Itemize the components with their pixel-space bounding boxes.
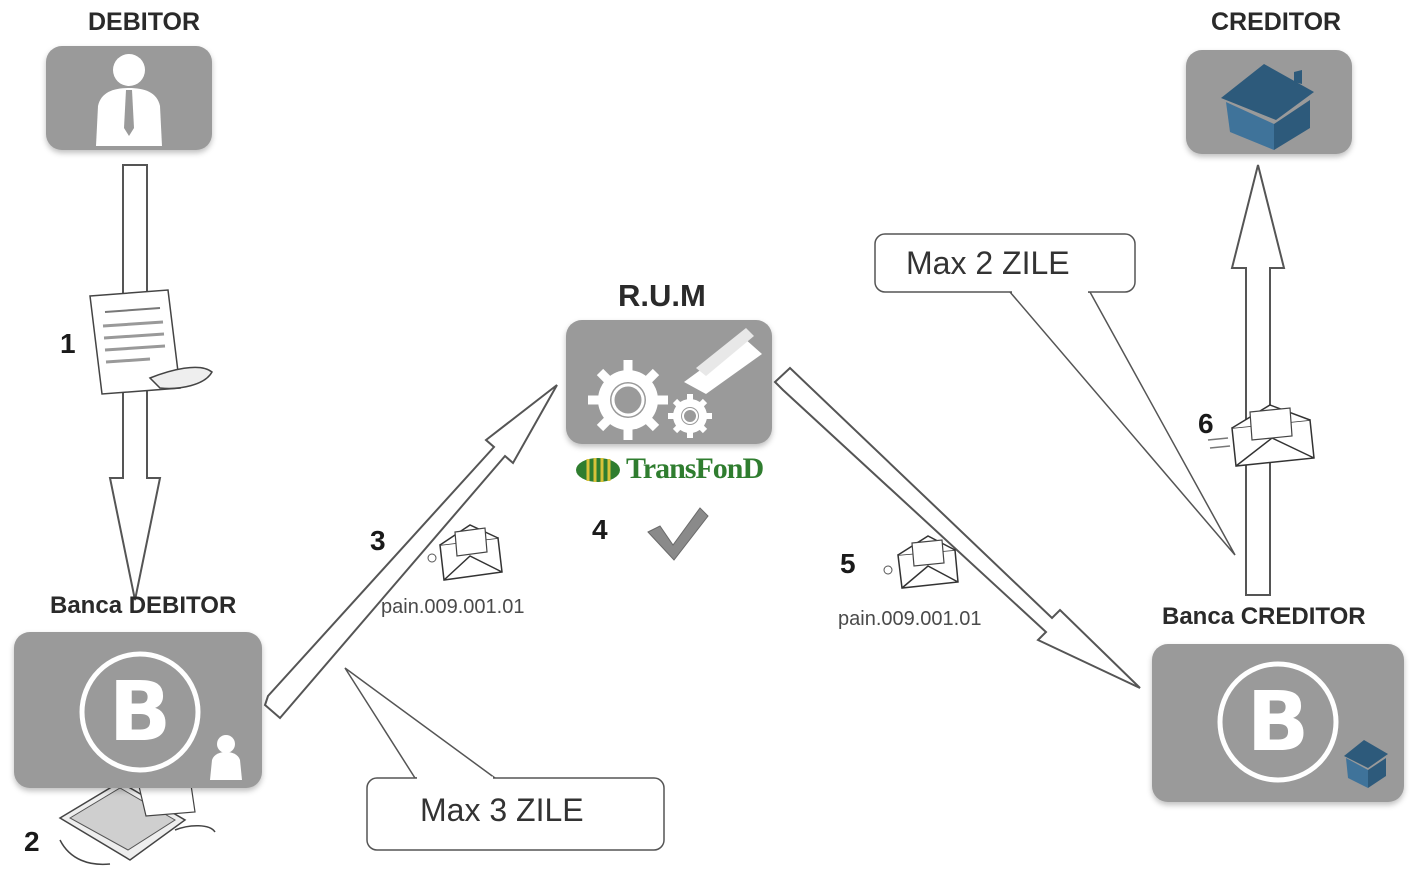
banca-debitor-tile: B <box>14 632 262 788</box>
creditor-label: CREDITOR <box>1211 8 1342 36</box>
arrow-bank-to-creditor <box>1230 164 1286 596</box>
house-icon <box>1221 64 1314 150</box>
contract-document-icon <box>89 289 213 395</box>
rum-label: R.U.M <box>618 278 706 313</box>
callout-box-max2 <box>874 233 1136 293</box>
svg-text:B: B <box>1247 675 1310 770</box>
step-number-2: 2 <box>24 826 40 857</box>
callout-max2-text: Max 2 ZILE <box>906 245 1070 281</box>
gears-icon <box>588 328 762 440</box>
banca-debitor-label: Banca DEBITOR <box>50 592 237 619</box>
step-number-4: 4 <box>592 514 608 545</box>
creditor-tile <box>1186 50 1352 154</box>
arrow-bank-to-rum <box>263 384 558 720</box>
message-label-step5: pain.009.001.01 <box>838 608 982 630</box>
scanner-icon <box>58 777 216 866</box>
bank-logo-icon: B <box>1217 661 1388 788</box>
callout-box-max3 <box>366 777 665 851</box>
callout-max3-text: Max 3 ZILE <box>420 792 584 828</box>
debitor-tile <box>46 46 212 150</box>
envelope-icon-6 <box>1207 404 1315 467</box>
banca-creditor-label: Banca CREDITOR <box>1162 603 1366 630</box>
transfond-logo: TransFonD <box>574 452 774 488</box>
bank-logo-icon: B <box>79 651 242 780</box>
step-number-1: 1 <box>60 328 76 359</box>
debitor-label: DEBITOR <box>88 8 201 36</box>
step-number-6: 6 <box>1198 408 1214 439</box>
rum-tile <box>566 320 772 444</box>
step-number-3: 3 <box>370 525 386 556</box>
arrow-rum-to-bank <box>773 366 1141 689</box>
envelope-icon-3 <box>427 524 503 581</box>
message-label-step3: pain.009.001.01 <box>381 596 525 618</box>
svg-text:B: B <box>109 665 172 760</box>
envelope-icon-5 <box>883 535 959 589</box>
checkmark-icon <box>647 507 709 561</box>
transfond-globe-icon <box>576 458 620 482</box>
banca-creditor-tile: B <box>1152 644 1404 802</box>
callout-pointer-max3 <box>344 667 498 779</box>
step-number-5: 5 <box>840 548 856 579</box>
person-icon <box>96 54 162 146</box>
transfond-logo-text: TransFonD <box>626 452 764 485</box>
